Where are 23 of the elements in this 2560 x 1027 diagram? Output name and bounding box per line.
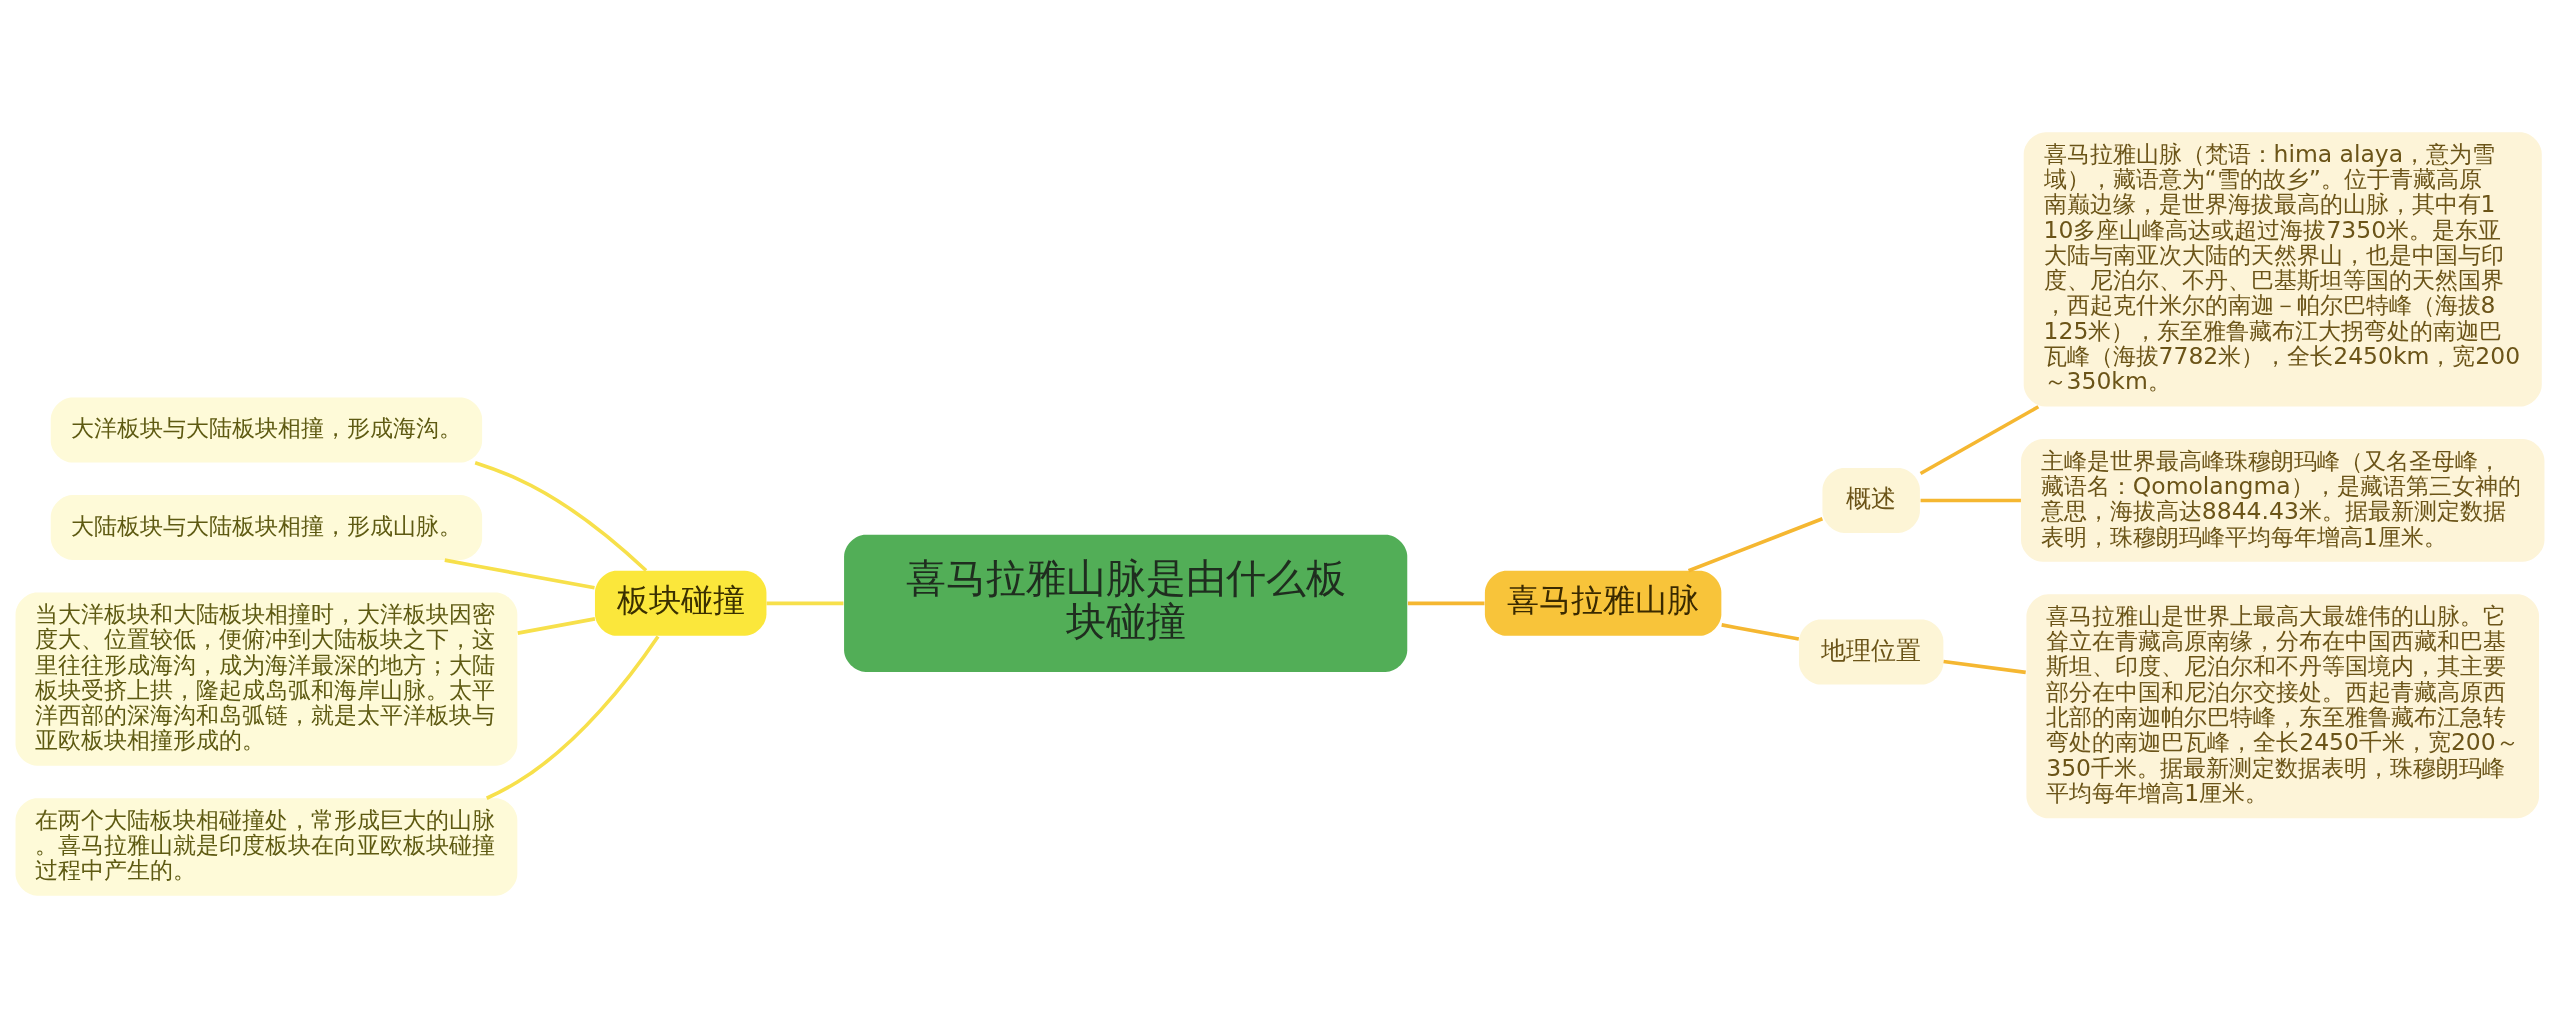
- node-box: 喜马拉雅山脉: [1484, 570, 1722, 636]
- node-box: 大洋板块与大陆板块相撞，形成海沟。: [50, 397, 483, 463]
- connector: [1721, 622, 1800, 641]
- node-box: 当大洋板块和大陆板块相撞时，大洋板块因密度大、位置较低，便俯冲到大陆板块之下，这里往往形成海沟，成为海洋最深的地方；大陆板块受挤上拱，隆起成岛弧和海岸山脉。太平洋西部的深海沟和岛弧链，就是太平洋板块与亚欧板块相撞形成的。: [15, 592, 518, 766]
- connector: [485, 634, 660, 800]
- node-box: 喜马拉雅山脉（梵语：hima alaya，意为雪域），藏语意为“雪的故乡”。位于青藏高原南巅边缘，是世界海拔最高的山脉，其中有110多座山峰高达或超过海拔7350米。是东亚大陆与南亚次大陆的天然界山，也是中国与印度、尼泊尔、不丹、巴基斯坦等国的天然国界，西起克什米尔的南迦－帕尔巴特峰（海拔8125米），东至雅鲁藏布江大拐弯处的南迦巴瓦峰（海拔7782米），全长2450km，宽200～350km。: [2023, 131, 2542, 407]
- connector: [766, 601, 844, 605]
- connector: [1943, 659, 2026, 674]
- connector: [517, 616, 596, 635]
- node-box: 在两个大陆板块相碰撞处，常形成巨大的山脉。喜马拉雅山就是印度板块在向亚欧板块碰撞过程中产生的。: [15, 797, 518, 896]
- connector: [1407, 601, 1485, 605]
- node-box: 概述: [1822, 467, 1920, 533]
- connector: [1919, 404, 2040, 475]
- node-box: 主峰是世界最高峰珠穆朗玛峰（又名圣母峰，藏语名：Qomolangma），是藏语第三女神的意思，海拔高达8844.43米。据最新测定数据表明，珠穆朗玛峰平均每年增高1厘米。: [2021, 438, 2545, 562]
- connector: [1920, 498, 2021, 502]
- node-box: 喜马拉雅山是世界上最高大最雄伟的山脉。它耸立在青藏高原南缘，分布在中国西藏和巴基斯坦、印度、尼泊尔和不丹等国境内，其主要部分在中国和尼泊尔交接处。西起青藏高原西北部的南迦帕尔巴特峰，东至雅鲁藏布江急转弯处的南迦巴瓦峰，全长2450千米，宽200～350千米。据最新测定数据表明，珠穆朗玛峰平均每年增高1厘米。: [2026, 593, 2540, 818]
- node-box: 地理位置: [1798, 619, 1944, 685]
- node-box: 板块碰撞: [594, 570, 767, 636]
- connector: [1687, 516, 1824, 572]
- connector: [474, 460, 648, 572]
- connector: [444, 557, 595, 590]
- node-box: 喜马拉雅山脉是由什么板块碰撞: [844, 534, 1408, 672]
- node-box: 大陆板块与大陆板块相撞，形成山脉。: [50, 494, 483, 560]
